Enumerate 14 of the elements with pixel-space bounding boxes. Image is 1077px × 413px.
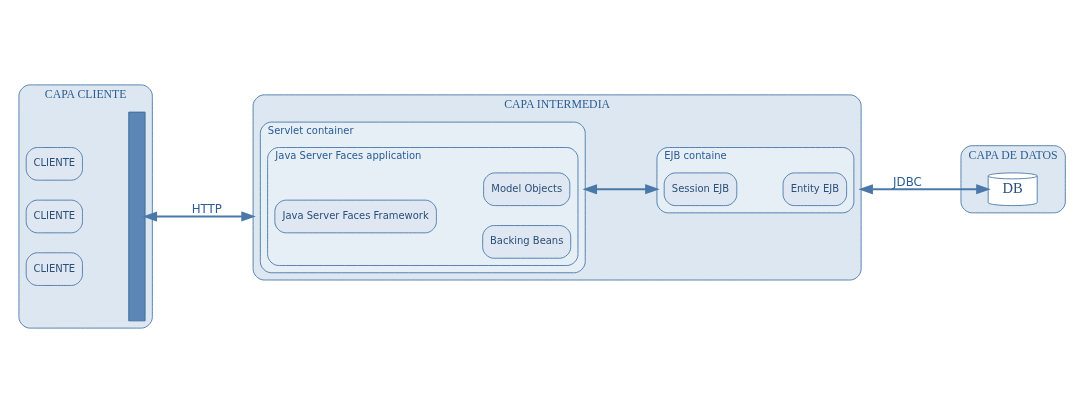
node-box: CLIENTE xyxy=(25,199,83,234)
node-box: Entity EJB xyxy=(782,172,848,207)
arrow xyxy=(582,184,660,195)
node-bar xyxy=(128,111,146,322)
edge-label: JDBC xyxy=(893,174,922,189)
edge-label: HTTP xyxy=(191,202,222,217)
node-box: Session EJB xyxy=(663,172,738,207)
arrow xyxy=(142,211,256,222)
arrow xyxy=(858,184,991,195)
node-box: Backing Beans xyxy=(482,225,572,259)
node-box: CLIENTE xyxy=(25,147,83,181)
node-box: Java Server Faces Framework xyxy=(274,199,437,234)
node-box: Model Objects xyxy=(483,172,571,207)
node-box: CLIENTE xyxy=(25,252,83,286)
